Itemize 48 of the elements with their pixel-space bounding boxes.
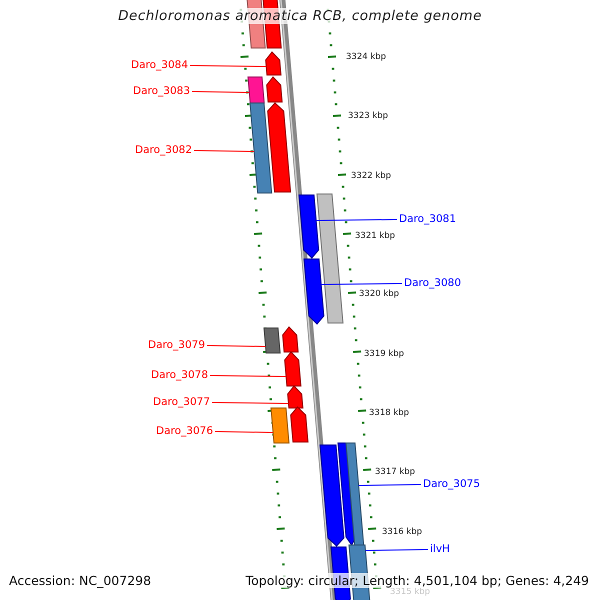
leader-line [316,219,398,221]
gene-label: Daro_3077 [153,396,210,409]
gene-feature-pointed [304,259,325,324]
scale-tick-label: 3319 kbp [364,349,404,359]
leader-line [194,150,255,152]
leader-line [364,549,428,551]
gene-label: Daro_3082 [135,144,192,157]
scale-tick-label: 3317 kbp [375,467,416,477]
gene-feature-pointed [287,386,303,408]
gene-feature-block [264,328,280,353]
leader-line [212,402,289,404]
gene-label: ilvH [430,543,450,556]
gene-feature-pointed [284,352,301,386]
gene-label: Daro_3079 [148,339,206,352]
scale-tick-label: 3316 kbp [382,527,422,537]
gene-feature-block [317,194,343,323]
leader-line [358,484,422,486]
scale-tick-label: 3321 kbp [355,231,396,241]
gene-label: Daro_3078 [151,369,208,382]
gene-label: Daro_3083 [133,85,190,98]
gene-label: Daro_3076 [156,425,214,438]
gene-feature-block [271,408,289,443]
scale-tick-label: 3323 kbp [348,111,388,121]
scale-tick-label: 3318 kbp [369,408,410,418]
gene-feature-pointed [265,52,281,75]
title: Dechloromonas aromatica RCB, complete genome [116,8,484,24]
scale-tick-label: 3320 kbp [359,289,400,299]
gene-feature-pointed [299,195,320,258]
leader-line [214,431,274,433]
gene-label: Daro_3084 [131,59,188,72]
gene-feature-pointed [282,327,298,352]
leader-line [190,65,267,67]
gene-feature-pointed [290,407,308,442]
leader-line [210,375,287,377]
gene-label: Daro_3080 [404,277,462,290]
gene-feature-block [248,77,264,103]
gene-label: Daro_3075 [423,478,480,491]
gene-feature-block [346,443,364,545]
leader-line [192,91,250,93]
scale-tick-label: 3324 kbp [346,52,386,62]
leader-line [206,345,266,347]
genome-stats-text: Topology: circular; Length: 4,501,104 bp; Genes: 4,249 [246,573,589,588]
gene-feature-pointed [266,77,282,102]
leader-line [320,283,402,285]
gene-label: Daro_3081 [399,213,456,226]
scale-tick-label: 3322 kbp [351,171,392,181]
accession-text: Accession: NC_007298 [9,573,152,588]
gene-feature-block [250,103,272,193]
